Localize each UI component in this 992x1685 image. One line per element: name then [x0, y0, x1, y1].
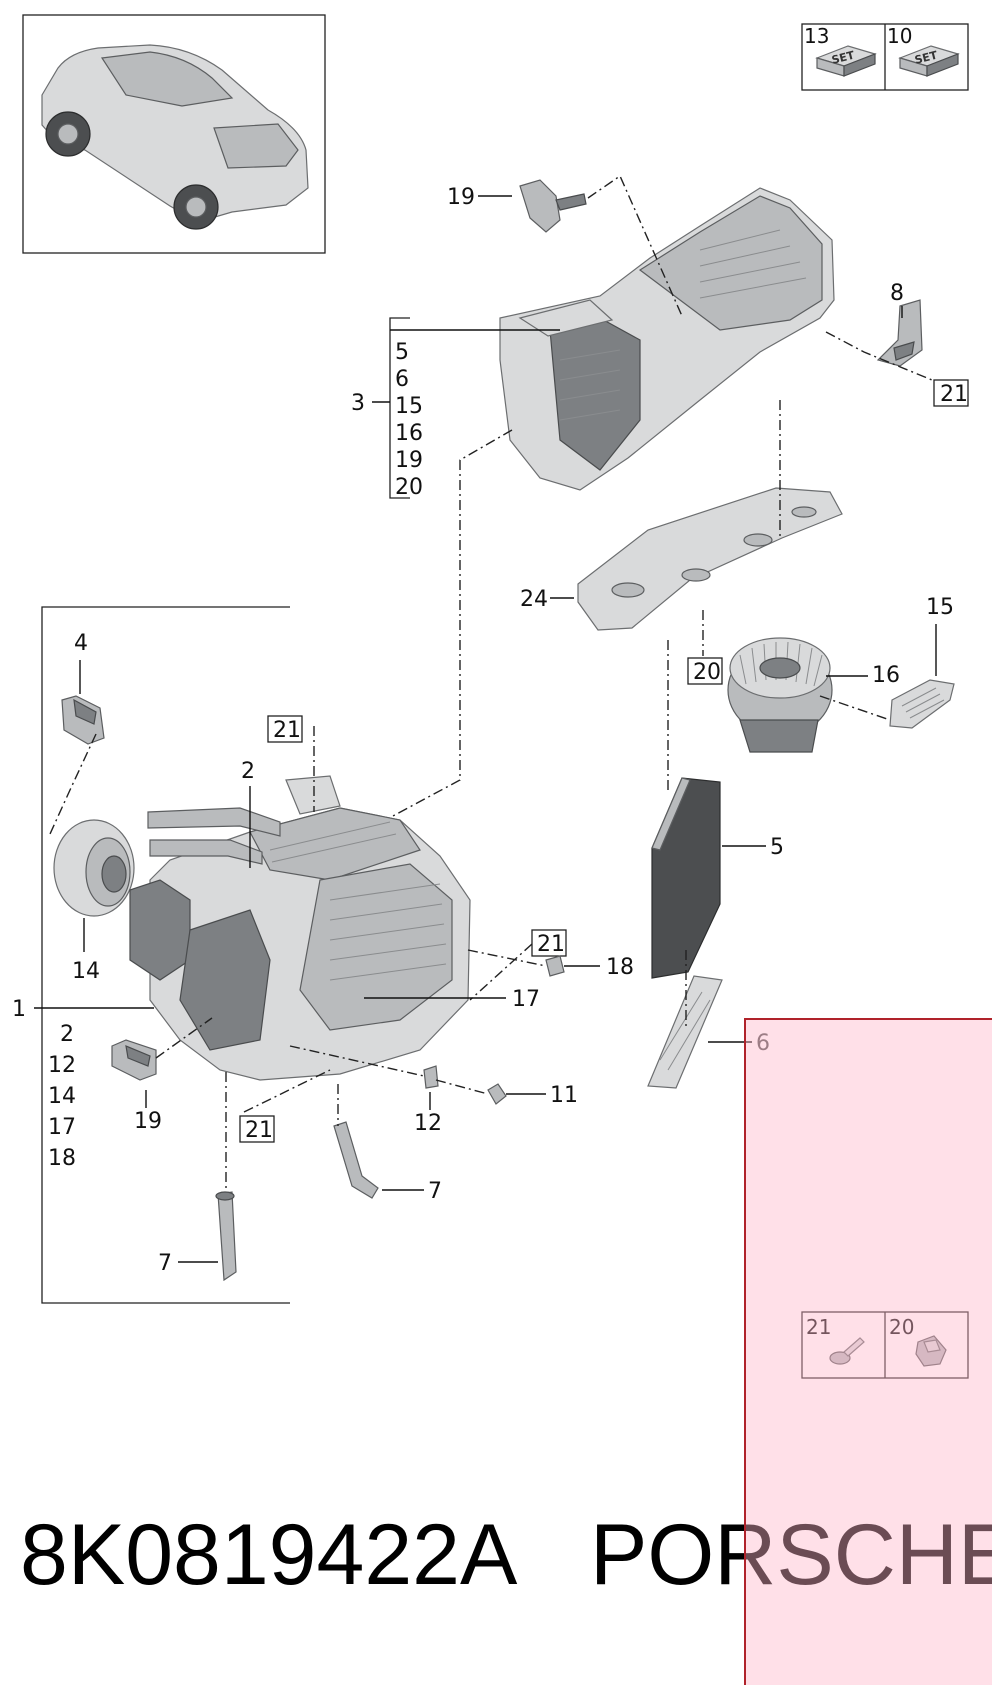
set-box-icon: SET [898, 45, 960, 77]
callout-20-box: 20 [693, 660, 721, 685]
group3-item-5: 5 [395, 340, 409, 365]
svg-text:SET: SET [830, 49, 856, 67]
kit-number-10: 10 [887, 24, 912, 48]
servo-motor-top [519, 179, 587, 233]
dash-15 [819, 695, 891, 721]
callout-7-left: 7 [158, 1251, 172, 1276]
callout-12: 12 [414, 1111, 442, 1136]
group3-item-6: 6 [395, 367, 409, 392]
car-illustration [41, 44, 309, 230]
box-21-mid [531, 929, 567, 957]
callout-7-right: 7 [428, 1179, 442, 1204]
group-3-bracket [372, 317, 560, 499]
assembly-1-bracket [41, 606, 290, 1304]
callout-11: 11 [550, 1083, 578, 1108]
drain-hose-7-right [333, 1121, 379, 1199]
callout-19-left: 19 [134, 1109, 162, 1134]
servo-motor-4 [61, 695, 105, 745]
group1-item-12: 12 [48, 1053, 76, 1078]
highlight-overlay [744, 1018, 992, 1685]
filter-frame-6 [647, 975, 723, 1089]
callout-19-top: 19 [447, 185, 475, 210]
callout-24: 24 [520, 587, 548, 612]
callout-16: 16 [872, 663, 900, 688]
callout-4: 4 [74, 631, 88, 656]
blower-motor-16 [727, 637, 833, 753]
kit-box-bottom: 21 20 [801, 1311, 969, 1379]
dash-21-bottom [243, 1069, 331, 1113]
screw-icon [829, 1337, 865, 1365]
blower-housing-14 [53, 819, 135, 917]
servo-motor-19-left [111, 1039, 157, 1081]
callout-2: 2 [241, 759, 255, 784]
callout-5: 5 [770, 835, 784, 860]
group3-item-20: 20 [395, 475, 423, 500]
bracket-8 [876, 299, 923, 367]
group3-item-16: 16 [395, 421, 423, 446]
box-20 [687, 657, 723, 685]
callout-14: 14 [72, 959, 100, 984]
group3-item-15: 15 [395, 394, 423, 419]
callout-6: 6 [756, 1031, 770, 1056]
kit-number-20: 20 [889, 1315, 914, 1339]
cabin-filter-5 [651, 777, 721, 979]
kit-box-top: 13 10 SET SET [801, 23, 969, 91]
clip-nut-icon [915, 1335, 947, 1367]
dash-18 [467, 949, 547, 967]
callout-21-right: 21 [940, 382, 968, 407]
box-21-bottom [239, 1115, 275, 1143]
dash-19-left [155, 1017, 213, 1059]
screw-12 [423, 1065, 439, 1089]
box-21-upper [267, 715, 303, 743]
group1-item-18: 18 [48, 1146, 76, 1171]
box-21-right [933, 379, 969, 407]
group3-item-19: 19 [395, 448, 423, 473]
screw-18 [545, 955, 565, 977]
kit-number-21: 21 [806, 1315, 831, 1339]
vehicle-thumbnail [22, 14, 326, 254]
callout-21-upper: 21 [273, 718, 301, 743]
upper-housing [499, 187, 835, 491]
group1-item-17: 17 [48, 1115, 76, 1140]
hvac-main-unit [129, 775, 471, 1081]
part-number: 8K0819422A [20, 1507, 518, 1603]
callout-1: 1 [12, 997, 26, 1022]
blower-resistor-15 [889, 679, 955, 729]
dash-11 [435, 1079, 489, 1095]
brand-name: PORSCHE [590, 1507, 992, 1603]
group1-item-2: 2 [60, 1022, 74, 1047]
callout-18: 18 [606, 955, 634, 980]
clip-11 [487, 1083, 507, 1105]
group1-item-14: 14 [48, 1084, 76, 1109]
callout-15: 15 [926, 595, 954, 620]
callout-8: 8 [890, 281, 904, 306]
dash-12 [289, 1045, 425, 1077]
drain-hose-7-left [215, 1191, 237, 1282]
callout-21-mid: 21 [537, 932, 565, 957]
dash-8 [825, 331, 933, 381]
set-box-icon: SET [815, 45, 877, 77]
dash-housing [377, 429, 513, 825]
dash-4 [49, 733, 97, 835]
dash-19-top [587, 174, 683, 317]
callout-21-bottom: 21 [245, 1118, 273, 1143]
svg-text:SET: SET [913, 49, 939, 67]
callout-17: 17 [512, 987, 540, 1012]
cover-plate-24 [577, 487, 843, 631]
callout-3: 3 [351, 391, 365, 416]
kit-number-13: 13 [804, 24, 829, 48]
dash-21-mid [469, 943, 533, 1001]
